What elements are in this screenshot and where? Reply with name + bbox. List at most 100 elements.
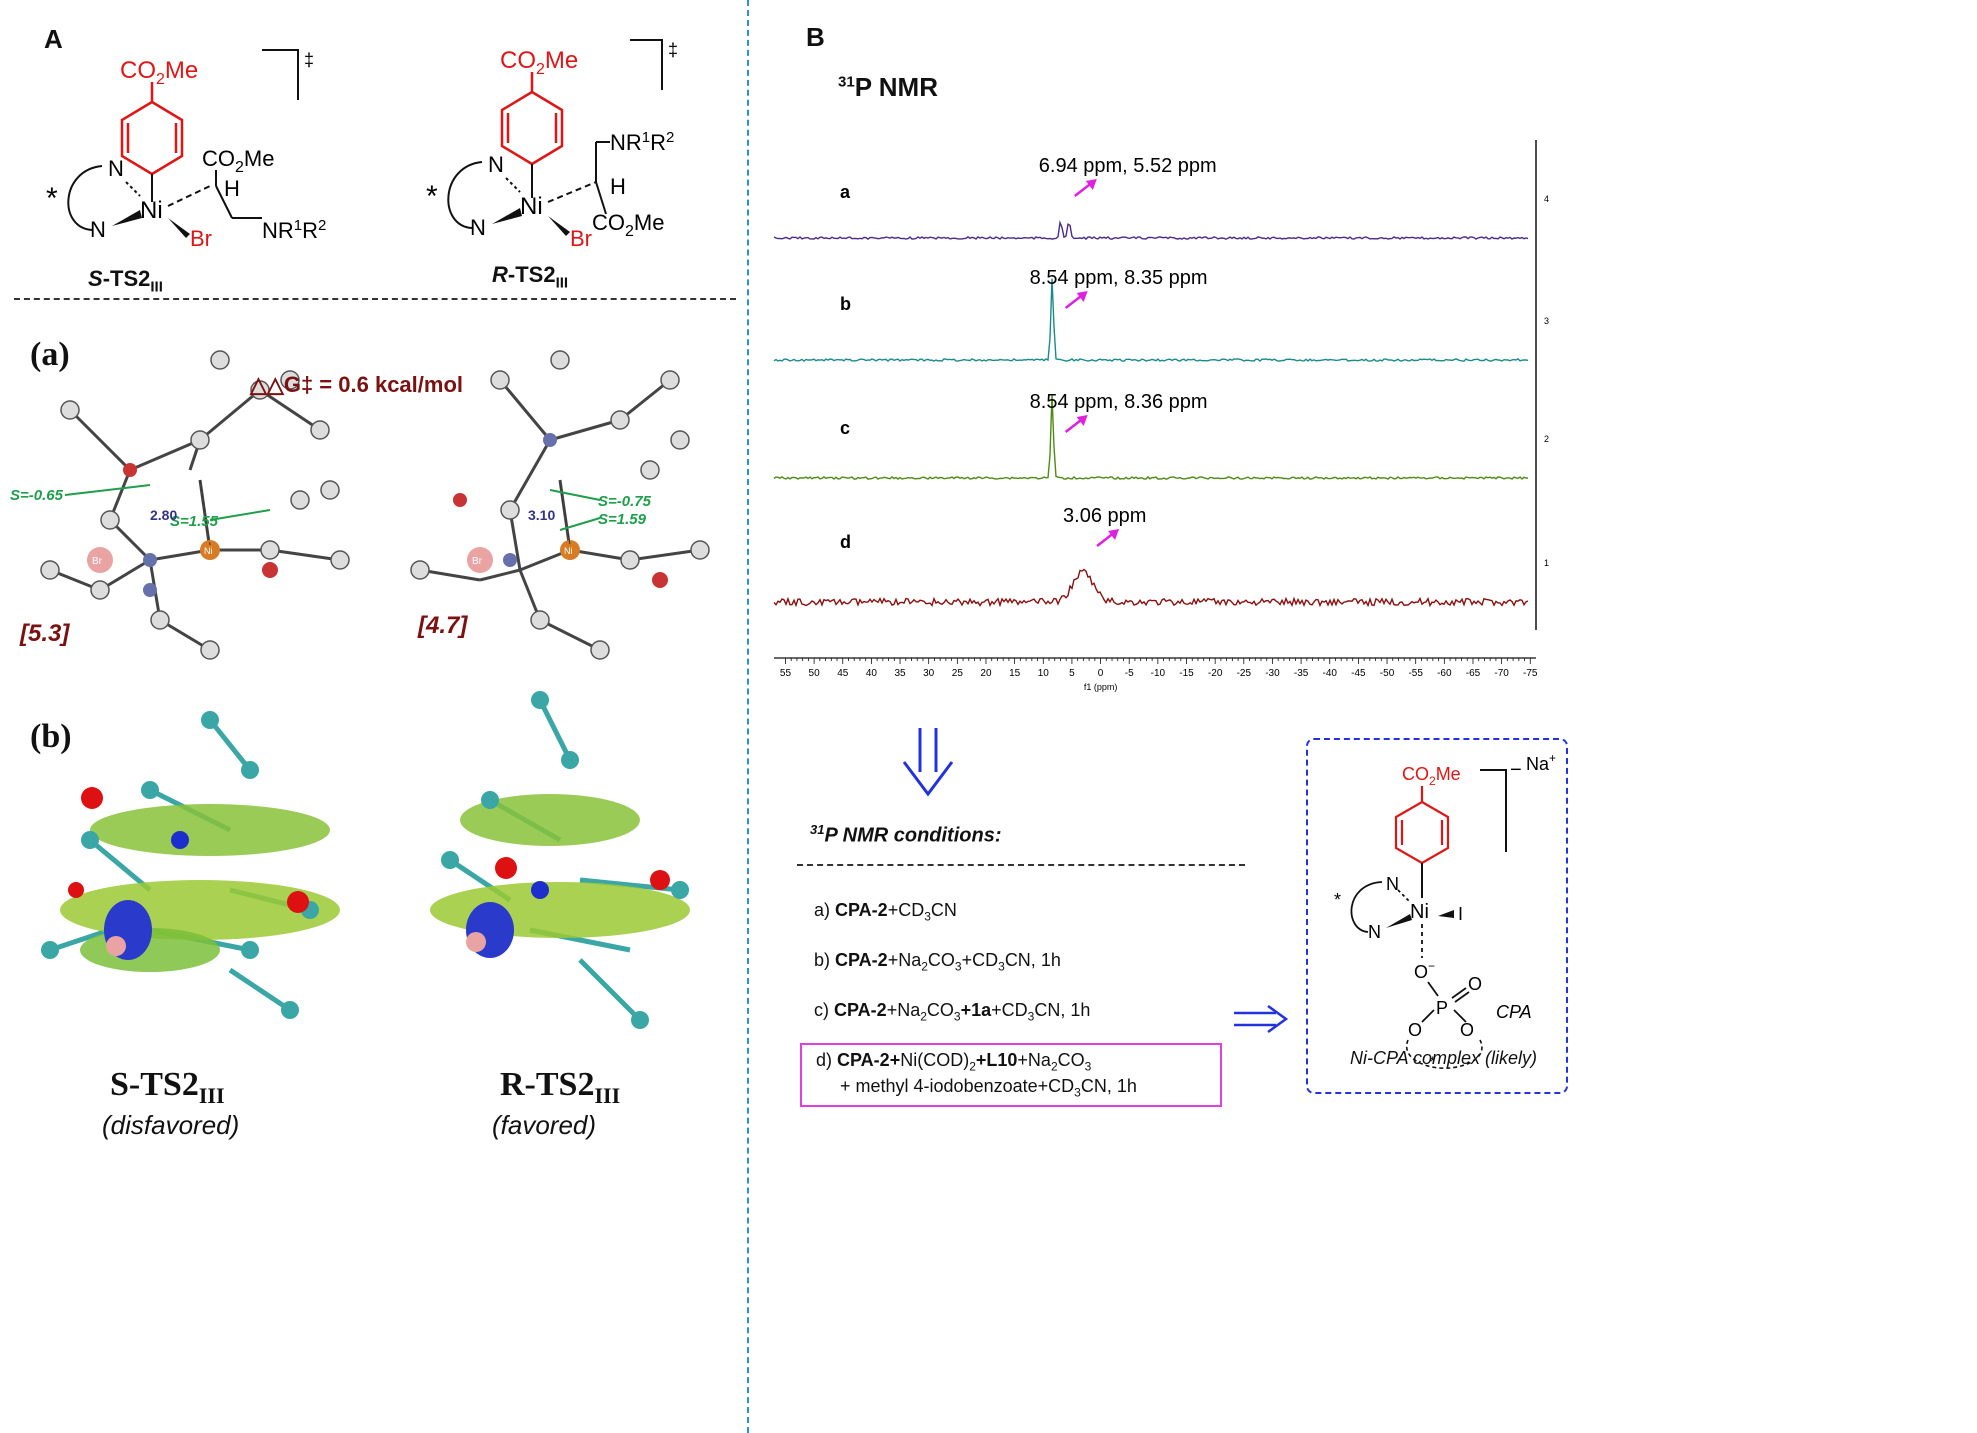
- br-atom: Br: [472, 556, 483, 567]
- bottom-s-label: S-TS2III: [110, 1066, 225, 1108]
- peak-label-d: 3.06 ppm: [1063, 505, 1146, 527]
- peak-label-c: 8.54 ppm, 8.36 ppm: [1030, 391, 1208, 413]
- s2-annotation: S=1.55: [170, 513, 219, 530]
- x-axis-label: f1 (ppm): [1084, 682, 1118, 692]
- star-label: *: [1334, 890, 1341, 910]
- peak-arrowhead-b: [1076, 291, 1088, 302]
- condition-d-line2: + methyl 4-iodobenzoate+CD3CN, 1h: [840, 1076, 1137, 1100]
- x-tick-label: -20: [1208, 668, 1223, 679]
- n-bottom: N: [470, 215, 486, 240]
- p-label: P: [1436, 998, 1448, 1018]
- peak-arrowhead-c: [1076, 415, 1088, 426]
- condition-c: c) CPA-2+Na2CO3+1a+CD3CN, 1h: [814, 1000, 1091, 1024]
- o-left-label: O: [1408, 1020, 1422, 1040]
- s1-annotation: S=-0.75: [598, 493, 652, 510]
- amine-label: NR1R2: [610, 129, 674, 155]
- spectrum-c: [773, 395, 1528, 480]
- ni-atom: Ni: [204, 546, 213, 556]
- spectrum-d: [773, 568, 1529, 608]
- r-energy: [4.7]: [418, 612, 468, 639]
- spectrum-label-c: c: [840, 418, 850, 438]
- peak-arrowhead-a: [1085, 179, 1097, 190]
- x-tick-label: -45: [1351, 668, 1366, 679]
- bottom-r-note: (favored): [492, 1110, 597, 1140]
- x-tick-label: 0: [1098, 668, 1104, 679]
- spectrum-label-d: d: [840, 532, 851, 552]
- n-top: N: [1386, 874, 1399, 894]
- x-tick-label: 45: [837, 668, 849, 679]
- x-tick-label: -55: [1408, 668, 1423, 679]
- sub-b-label: (b): [30, 718, 72, 755]
- ni-cpa-box: [1306, 738, 1568, 1094]
- aryl-ester-label: CO2Me: [120, 57, 198, 88]
- down-arrow: [902, 728, 954, 797]
- spectrum-label-a: a: [840, 182, 851, 202]
- x-tick-label: 25: [952, 668, 964, 679]
- x-tick-label: -40: [1323, 668, 1338, 679]
- peak-arrowhead-d: [1108, 529, 1120, 540]
- n-top: N: [108, 156, 124, 181]
- x-tick-label: -50: [1380, 668, 1395, 679]
- alkyl-ester-label: CO2Me: [592, 210, 664, 240]
- ester-label: CO2Me: [1402, 764, 1461, 788]
- ni-cpa-complex: − Na+ CO2Me N N * Ni I O− P O O O CPA: [1334, 751, 1556, 1040]
- condition-d-box: [800, 1043, 1222, 1107]
- bottom-s-note: (disfavored): [102, 1110, 240, 1140]
- dist-annotation: 3.10: [528, 507, 555, 523]
- panel-b-letter: B: [806, 22, 825, 52]
- ni-label: Ni: [1410, 901, 1429, 923]
- bottom-r-label: R-TS2III: [500, 1066, 621, 1108]
- s-ts2-nci-plot: [41, 711, 340, 1019]
- right-tick-a: 4: [1544, 194, 1549, 204]
- spectrum-b: [773, 278, 1529, 363]
- x-tick-label: -35: [1294, 668, 1309, 679]
- spectrum-a: [773, 220, 1529, 241]
- x-tick-label: 35: [894, 668, 906, 679]
- x-tick-label: -70: [1494, 668, 1509, 679]
- x-tick-label: -5: [1125, 668, 1134, 679]
- s1-annotation: S=-0.65: [10, 487, 64, 504]
- cpa-star: *: [1430, 1053, 1436, 1069]
- amine-label: NR1R2: [262, 217, 326, 243]
- cpa-label: CPA: [1496, 1002, 1532, 1022]
- condition-d-line1: d) CPA-2+Ni(COD)2+L10+Na2CO3: [816, 1050, 1092, 1074]
- conditions-divider: [797, 864, 1245, 866]
- panel-a-divider: [14, 298, 736, 300]
- cpa-backbone: *: [1405, 1039, 1483, 1070]
- r-ts2-3d-model: S=-0.75 S=1.59 3.10 Ni Br: [410, 350, 710, 660]
- br-label: Br: [190, 226, 212, 251]
- x-tick-label: -65: [1466, 668, 1481, 679]
- n-top: N: [488, 152, 504, 177]
- aryl-ring: [500, 72, 564, 166]
- peak-label-b: 8.54 ppm, 8.35 ppm: [1030, 267, 1208, 289]
- aryl-ring: [1394, 786, 1450, 865]
- s-energy: [5.3]: [20, 620, 70, 647]
- x-tick-label: 10: [1038, 668, 1050, 679]
- s-ts2-label: S-TS2III: [88, 266, 163, 296]
- x-tick-label: -25: [1237, 668, 1252, 679]
- x-tick-label: -30: [1265, 668, 1280, 679]
- right-tick-b: 3: [1544, 316, 1549, 326]
- ni-label: Ni: [140, 197, 163, 224]
- x-tick-label: 55: [780, 668, 792, 679]
- x-tick-label: 30: [923, 668, 935, 679]
- x-tick-label: -10: [1151, 668, 1166, 679]
- right-tick-c: 2: [1544, 434, 1549, 444]
- alkyl-ester-label: CO2Me: [202, 146, 274, 176]
- n-bottom: N: [90, 217, 106, 242]
- x-tick-label: 5: [1069, 668, 1075, 679]
- o-minus-label: O−: [1414, 959, 1435, 982]
- right-arrow: [1234, 1004, 1289, 1034]
- charge-label: −: [1510, 759, 1522, 781]
- br-atom: Br: [92, 556, 103, 567]
- x-tick-label: -15: [1179, 668, 1194, 679]
- panel-a-letter: A: [44, 24, 63, 54]
- spectrum-label-b: b: [840, 294, 851, 314]
- x-tick-label: -75: [1523, 668, 1538, 679]
- cation-label: Na+: [1526, 751, 1556, 774]
- x-tick-label: -60: [1437, 668, 1452, 679]
- h-label: H: [224, 176, 240, 201]
- iodide-label: I: [1458, 904, 1463, 924]
- sub-a-label: (a): [30, 336, 70, 373]
